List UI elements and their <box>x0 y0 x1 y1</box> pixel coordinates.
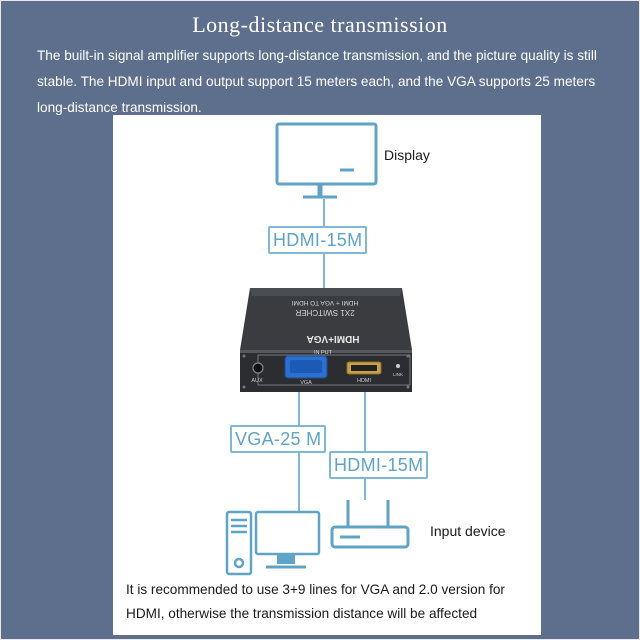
pc-monitor-icon <box>254 510 321 569</box>
port-hdmi-label: HDMI <box>357 378 372 384</box>
switcher-device <box>240 288 412 392</box>
led-label: LINK <box>393 372 403 377</box>
hdmi-output-cable-tag: HDMI-15M <box>268 226 368 254</box>
port-aux-label: AUX <box>251 378 263 384</box>
switcher-logo: HDMI+VGA <box>306 333 359 344</box>
vga-input-cable-tag: VGA-25 M <box>230 425 327 453</box>
port-group-label: IN PUT <box>314 350 333 356</box>
router-icon <box>330 500 410 549</box>
hdmi-input-cable-tag: HDMI-15M <box>329 451 429 479</box>
page-title: Long-distance transmission <box>192 12 448 37</box>
display-label: Display <box>384 147 430 163</box>
input-device-label: Input device <box>430 523 506 539</box>
pc-tower-icon <box>225 510 253 576</box>
switcher-model-line1: HDMI + VGA TO HDMI <box>292 299 359 306</box>
recommendation-note: It is recommended to use 3+9 lines for V… <box>126 582 505 621</box>
display-monitor-icon <box>275 122 378 199</box>
port-vga-label: VGA <box>300 380 312 386</box>
switcher-model-line2: 2X1 SWITCHER <box>295 308 354 317</box>
intro-paragraph: The built-in signal amplifier supports l… <box>37 48 597 115</box>
